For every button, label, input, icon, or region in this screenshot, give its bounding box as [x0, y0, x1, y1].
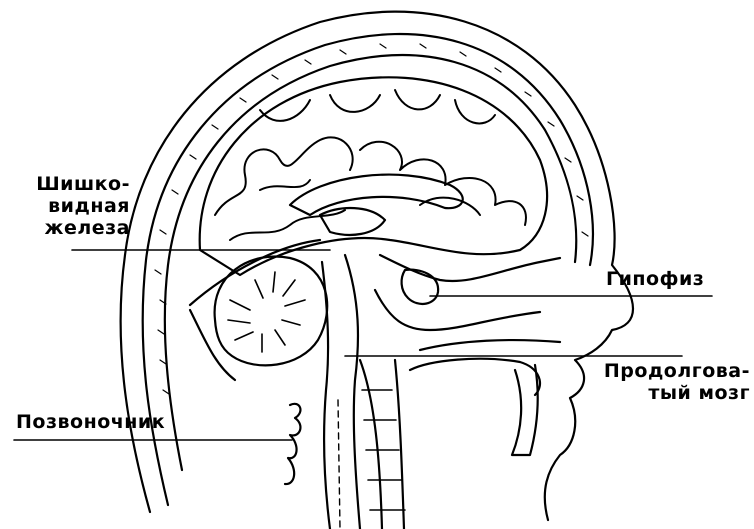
vertebrae: [360, 360, 404, 529]
pituitary-label: Гипофиз: [606, 268, 704, 290]
cerebrum-gyri: [215, 90, 526, 240]
pineal-label-line2: видная: [10, 195, 130, 217]
spinal-canal: [338, 400, 340, 529]
pineal-label-line1: Шишко-: [10, 173, 130, 195]
medulla-label: Продолгова- тый мозг: [580, 360, 750, 404]
pituitary-body: [402, 270, 439, 304]
jaw: [512, 365, 538, 455]
cerebellum: [215, 257, 328, 366]
skull-inner: [165, 55, 576, 470]
palate: [420, 340, 560, 350]
cerebellum-folia: [228, 272, 305, 352]
neck-bumps: [285, 404, 300, 484]
spine-label: Позвоночник: [16, 411, 165, 433]
brainstem-front: [345, 255, 360, 529]
pineal-gland-label: Шишко- видная железа: [10, 173, 130, 239]
medulla-label-line2: тый мозг: [580, 382, 750, 404]
hypothalamus-region: [380, 255, 560, 281]
medulla-label-line1: Продолгова-: [580, 360, 750, 382]
brainstem-back: [322, 262, 330, 529]
corpus-callosum: [290, 175, 463, 215]
ventricle: [320, 208, 385, 235]
pineal-label-line3: железа: [10, 217, 130, 239]
